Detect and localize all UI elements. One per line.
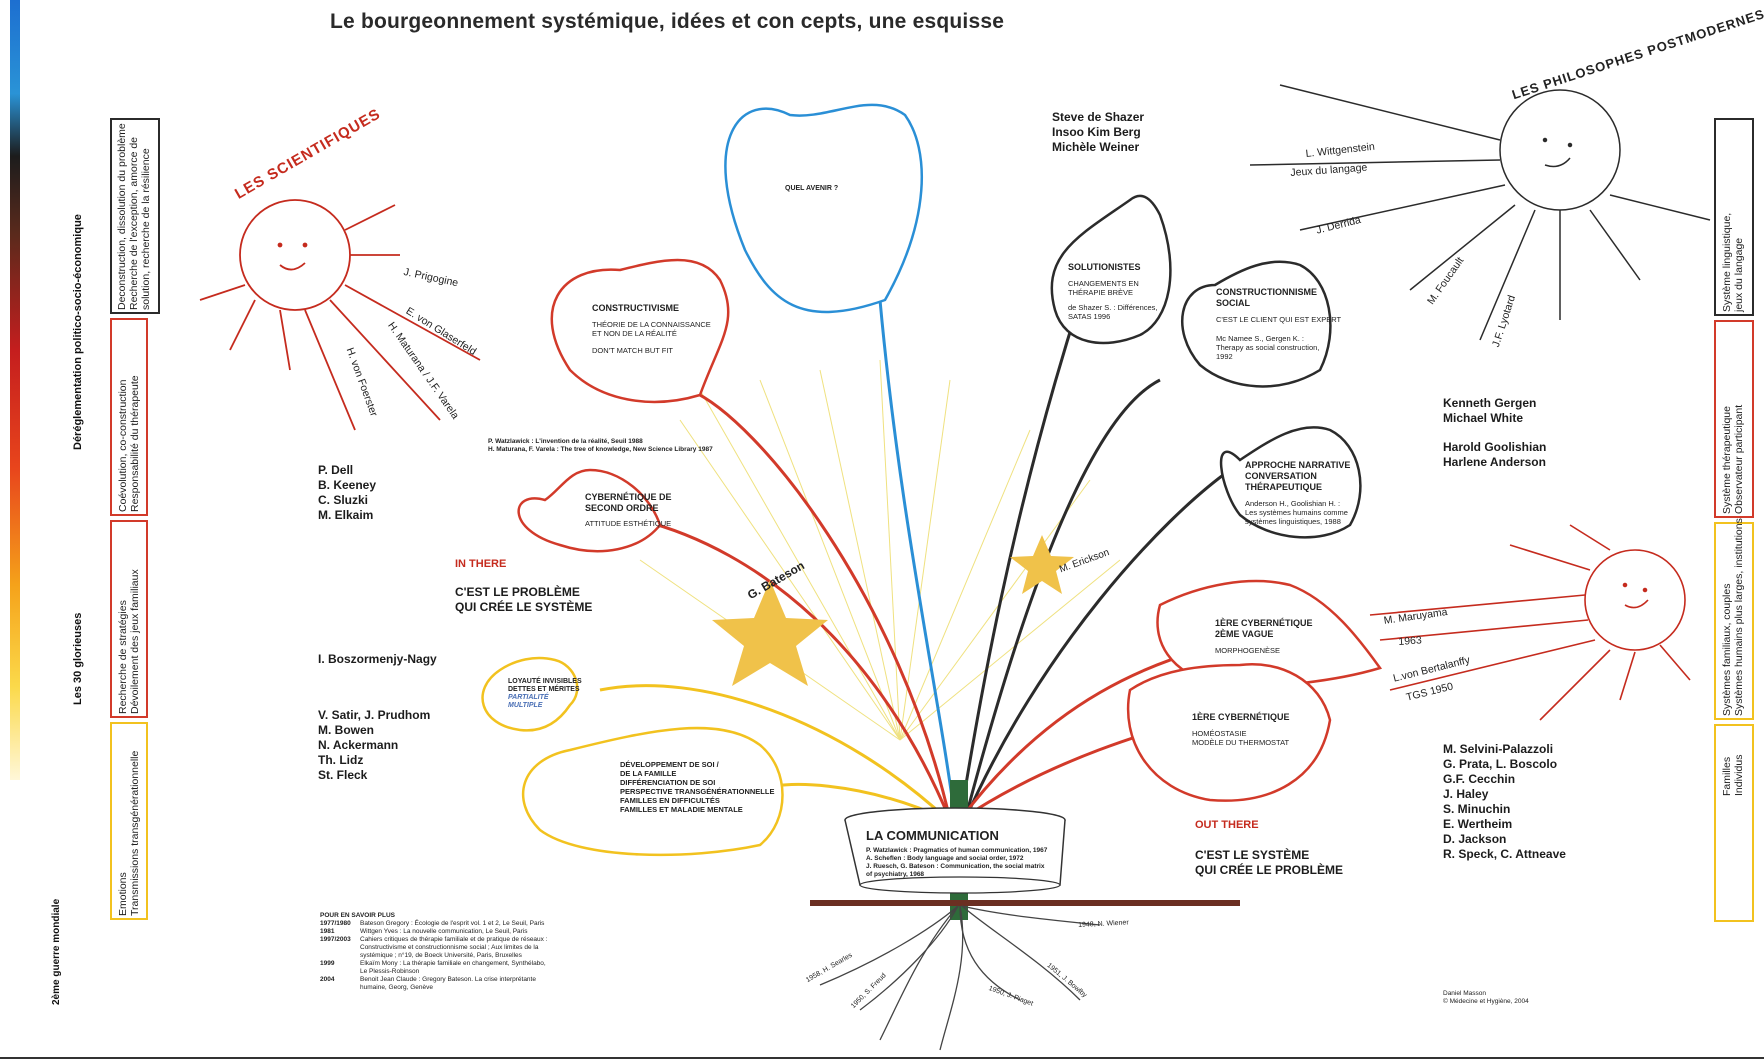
cybernetics-sun	[1369, 524, 1691, 721]
right-box-linguistic: Système linguistique, jeux du langage	[1714, 118, 1754, 316]
left-axis-mid-label: Les 30 glorieuses	[72, 612, 84, 705]
bateson-star	[712, 580, 828, 686]
ray-maruyama-year: 1963	[1398, 634, 1423, 648]
pot-refs: P. Watzlawick : Pragmatics of human comm…	[866, 847, 1048, 878]
plant-stems	[599, 299, 1241, 822]
scientists-sun	[199, 199, 481, 431]
right-box-families: Familles Individus	[1714, 724, 1754, 922]
left-box-emotions: Emotions Transmissions transgénérationne…	[110, 722, 148, 920]
right-box-family-systems: Systèmes familiaux, couples Systèmes hum…	[1714, 518, 1754, 720]
left-axis-bottom-label: 2ème guerre mondiale	[51, 898, 62, 1005]
erickson-star	[1010, 535, 1074, 594]
left-box-deconstruction: Deconstruction, dissolution du problème …	[110, 118, 160, 314]
philosophers-sun	[1249, 84, 1711, 341]
left-axis-top-label: Déréglementation politico-socio-économiq…	[72, 214, 84, 450]
roots	[819, 905, 1101, 1051]
light-rays	[639, 359, 1121, 741]
in-there-label: IN THERE	[455, 558, 507, 570]
left-box-strategies: Recherche de stratégies Dévoilement des …	[110, 520, 148, 718]
leaf-cyber-vague-text: 1ère CYBERNÉTIQUE2ème VAGUE MORPHOGENÈSE	[1215, 618, 1313, 655]
pot-label: LA COMMUNICATION	[866, 828, 999, 843]
leaf-avenir-text: QUEL AVENIR ?	[785, 185, 839, 192]
ground-line	[810, 900, 1240, 906]
leaves	[481, 103, 1383, 857]
timeline-gradient-bar	[10, 0, 20, 780]
out-there-label: OUT THERE	[1195, 819, 1259, 831]
watzlawick-ref: P. Watzlawick : L'invention de la réalit…	[488, 438, 713, 453]
pot	[844, 807, 1066, 894]
names-nagy: I. Boszormenjy-Nagy	[318, 652, 437, 666]
leaf-constructivisme-text: CONSTRUCTIVISME THÉORIE DE LA CONNAISSAN…	[592, 303, 711, 355]
credits: Daniel Masson© Médecine et Hygiène, 2004	[1443, 990, 1529, 1005]
left-box-coevolution: Coévolution, co-construction Responsabil…	[110, 318, 148, 516]
right-box-therapeutic: Système thérapeutique Observateur partic…	[1714, 320, 1754, 518]
page-title: Le bourgeonnement systémique, idées et c…	[330, 10, 1005, 33]
